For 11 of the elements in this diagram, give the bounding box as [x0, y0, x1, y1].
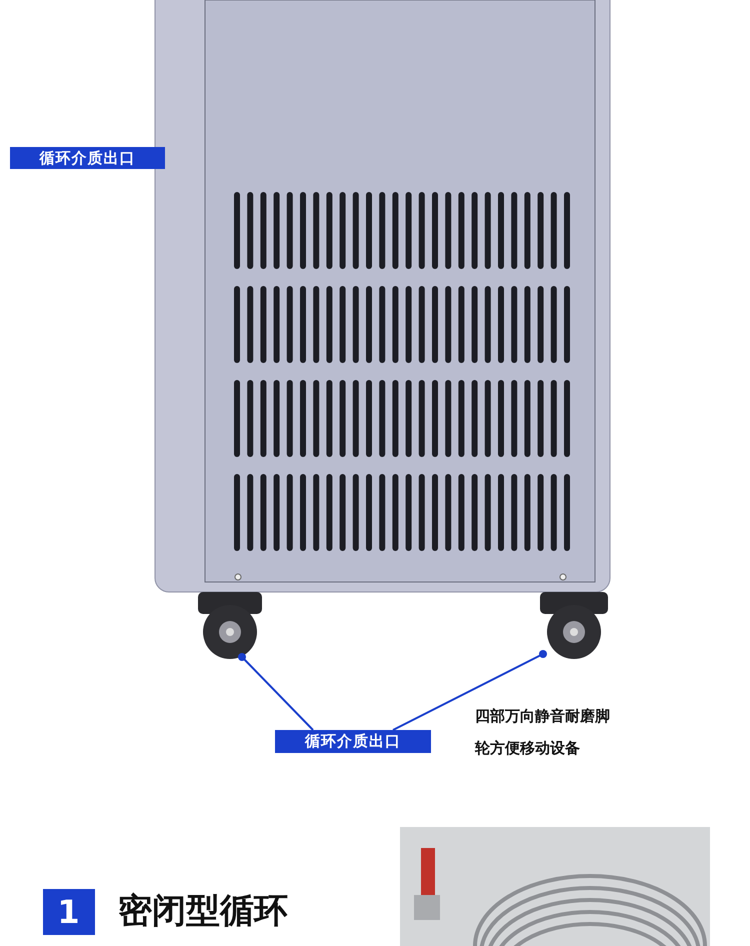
feature-note: 四部万向静音耐磨脚轮方便移动设备 [475, 706, 611, 759]
caster-wheel-drawing [198, 592, 262, 659]
section-title: 密闭型循环 [118, 890, 289, 933]
section-number: 1 [43, 889, 95, 935]
chiller-cabinet-drawing [154, 0, 610, 592]
leader-line [238, 653, 314, 731]
callout-tag: 循环介质出口 [10, 147, 165, 169]
coil-tube-photo [400, 827, 710, 946]
callout-tag: 循环介质出口 [275, 730, 431, 753]
caster-wheel-drawing [540, 592, 608, 659]
leader-line [392, 650, 547, 731]
